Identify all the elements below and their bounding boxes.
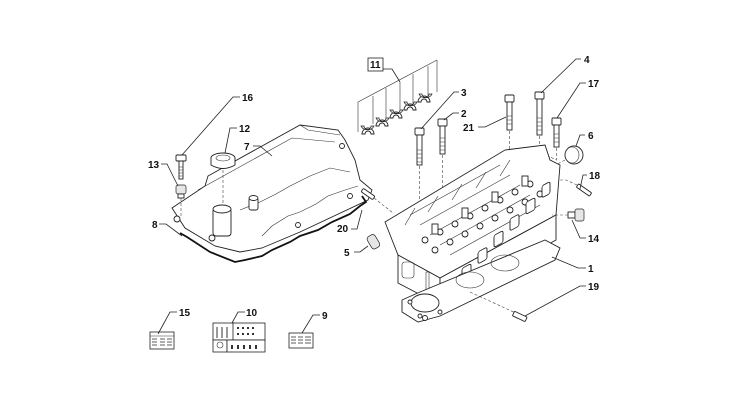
camshaft-bearing-caps[interactable] bbox=[357, 59, 438, 135]
plug-cap-5[interactable] bbox=[366, 233, 381, 250]
callout-5[interactable]: 5 bbox=[344, 248, 350, 259]
head-bolt-3[interactable] bbox=[414, 127, 425, 166]
valve-cover[interactable] bbox=[171, 124, 373, 253]
callout-18[interactable]: 18 bbox=[589, 171, 601, 182]
stud-18[interactable] bbox=[576, 183, 592, 197]
callout-4[interactable]: 4 bbox=[584, 55, 590, 66]
callout-15[interactable]: 15 bbox=[179, 308, 191, 319]
head-bolt-21[interactable] bbox=[504, 94, 515, 131]
callout-17[interactable]: 17 bbox=[588, 79, 600, 90]
callout-16[interactable]: 16 bbox=[242, 93, 254, 104]
callout-19[interactable]: 19 bbox=[588, 282, 600, 293]
callout-labels: 16 12 7 13 8 11 3 2 21 4 17 6 18 14 1 19… bbox=[148, 55, 601, 322]
callout-8[interactable]: 8 bbox=[152, 220, 158, 231]
callout-11-box bbox=[367, 57, 384, 72]
callout-13[interactable]: 13 bbox=[148, 160, 160, 171]
callout-9[interactable]: 9 bbox=[322, 311, 328, 322]
callout-11[interactable]: 11 bbox=[370, 60, 381, 71]
head-gasket[interactable] bbox=[401, 239, 561, 323]
callout-3[interactable]: 3 bbox=[461, 88, 467, 99]
label-plate-15[interactable] bbox=[149, 331, 175, 350]
callout-1[interactable]: 1 bbox=[588, 264, 594, 275]
cover-bolt[interactable] bbox=[175, 154, 187, 180]
oil-filler-cap[interactable] bbox=[210, 152, 236, 169]
callout-leaders bbox=[157, 58, 587, 335]
callout-14[interactable]: 14 bbox=[588, 234, 600, 245]
sealing-plug[interactable] bbox=[564, 145, 584, 165]
long-bolt-4[interactable] bbox=[534, 91, 545, 136]
sensor-plug-14[interactable] bbox=[567, 208, 585, 222]
stud-19[interactable] bbox=[512, 311, 528, 322]
callout-7[interactable]: 7 bbox=[244, 142, 250, 153]
stud-20[interactable] bbox=[361, 188, 375, 200]
callout-6[interactable]: 6 bbox=[588, 131, 594, 142]
callout-12[interactable]: 12 bbox=[239, 124, 251, 135]
head-bolt-2[interactable] bbox=[437, 118, 448, 155]
callout-10[interactable]: 10 bbox=[246, 308, 258, 319]
bolt-17[interactable] bbox=[551, 117, 562, 148]
label-plate-9[interactable] bbox=[288, 332, 314, 349]
label-kit-10[interactable] bbox=[212, 322, 266, 353]
callout-2[interactable]: 2 bbox=[461, 109, 467, 120]
valve-cover-gasket[interactable] bbox=[179, 195, 368, 263]
grommet[interactable] bbox=[175, 184, 187, 199]
callout-21[interactable]: 21 bbox=[463, 123, 475, 134]
callout-20[interactable]: 20 bbox=[337, 224, 349, 235]
